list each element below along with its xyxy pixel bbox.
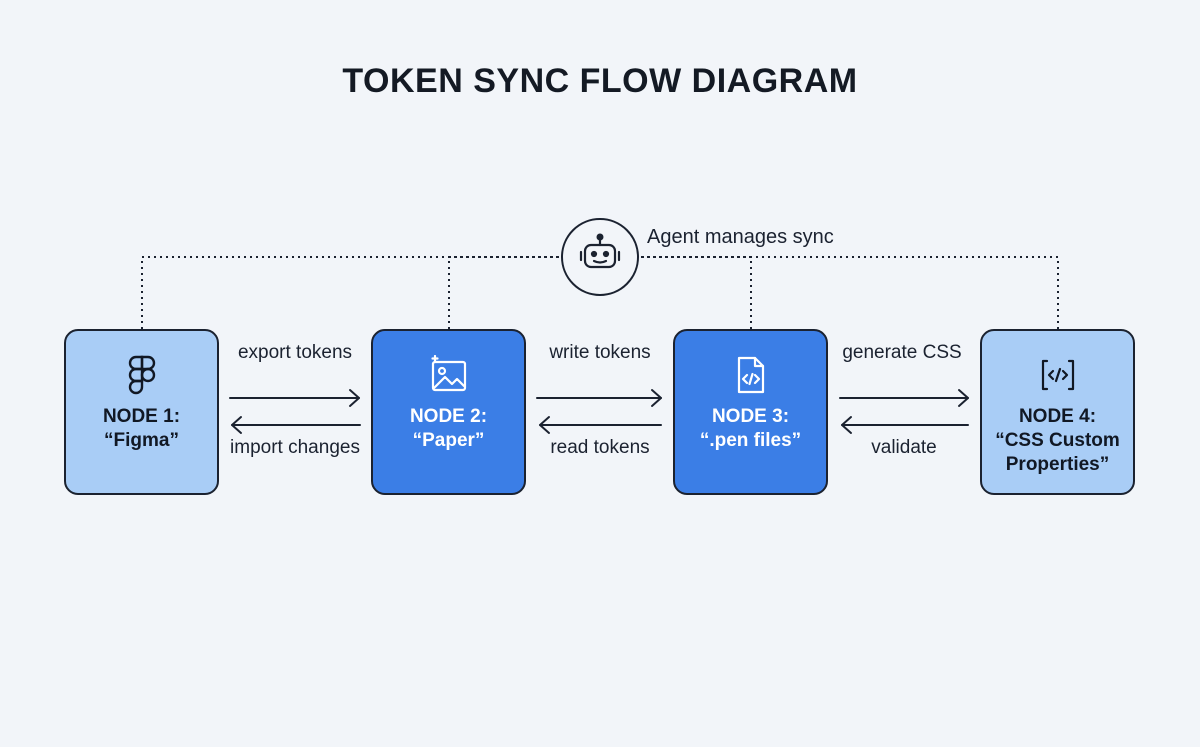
- edge-1-forward-label: export tokens: [237, 342, 353, 363]
- node-pen-files: NODE 3: “.pen files”: [673, 329, 828, 495]
- edge-2-forward-label: write tokens: [549, 342, 651, 363]
- node-3-name: NODE 3:: [711, 406, 790, 427]
- edge-3-forward-label: generate CSS: [842, 342, 962, 363]
- node-1-subtitle: “Figma”: [104, 430, 179, 451]
- node-paper: NODE 2: “Paper”: [371, 329, 526, 495]
- agent-link-node-3: [639, 256, 752, 329]
- node-2-subtitle: “Paper”: [412, 430, 485, 451]
- node-3-subtitle: “.pen files”: [699, 430, 802, 451]
- arrow-forward-1: [229, 389, 360, 407]
- arrow-backward-3: [841, 416, 969, 434]
- node-2-name: NODE 2:: [409, 406, 488, 427]
- agent-badge: [561, 218, 639, 296]
- arrow-forward-3: [839, 389, 969, 407]
- node-1-name: NODE 1:: [102, 406, 181, 427]
- node-css-custom-properties: NODE 4: “CSS Custom Properties”: [980, 329, 1135, 495]
- edge-3-backward-label: validate: [871, 437, 937, 458]
- arrow-backward-1: [231, 416, 361, 434]
- image-icon: [429, 355, 469, 395]
- agent-dotted-lines: [141, 256, 1059, 329]
- node-4-subtitle: “CSS Custom Properties”: [995, 430, 1120, 475]
- arrow-forward-2: [536, 389, 662, 407]
- edge-1-backward-label: import changes: [230, 437, 360, 458]
- arrow-backward-2: [539, 416, 662, 434]
- agent-label: Agent manages sync: [647, 226, 834, 248]
- figma-icon: [127, 355, 157, 395]
- edge-2-backward-label: read tokens: [550, 437, 650, 458]
- agent-link-node-1: [141, 256, 561, 329]
- code-brackets-icon: [1038, 355, 1078, 395]
- agent-link-node-4: [639, 256, 1059, 329]
- node-4-name: NODE 4:: [1018, 406, 1097, 427]
- node-figma: NODE 1: “Figma”: [64, 329, 219, 495]
- diagram-title: TOKEN SYNC FLOW DIAGRAM: [342, 62, 858, 100]
- agent-link-node-2: [448, 256, 561, 329]
- code-file-icon: [734, 355, 768, 395]
- robot-icon: [579, 233, 621, 269]
